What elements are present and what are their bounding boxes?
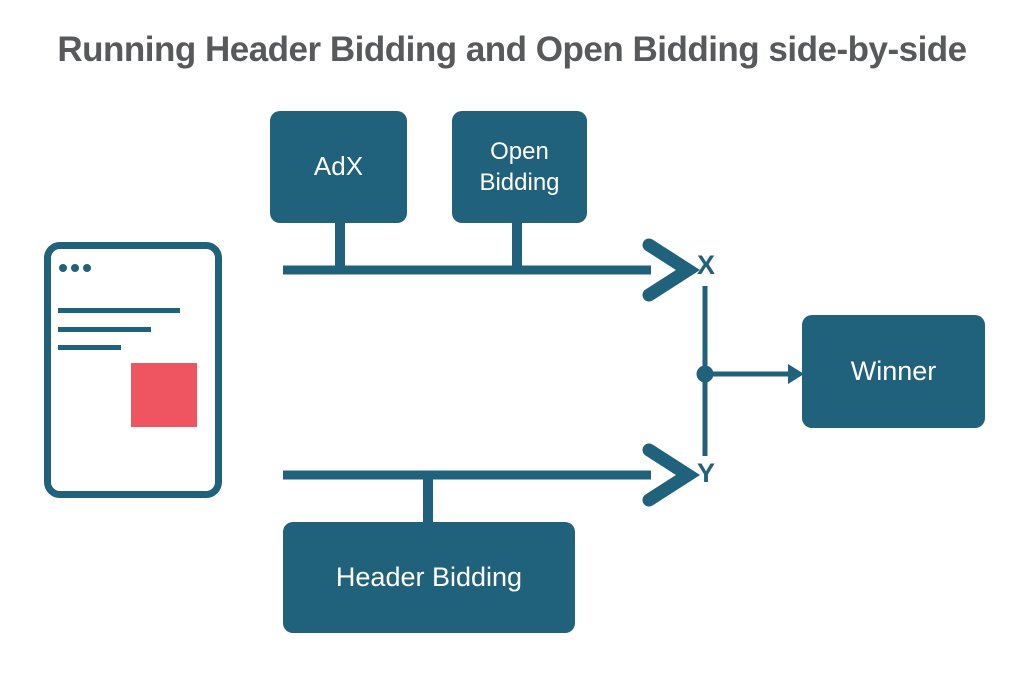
node-winner-label: Winner [850, 355, 937, 386]
webpage-icon [44, 242, 222, 498]
page-text-line [58, 308, 180, 313]
top-auction-arrowhead-icon [642, 238, 701, 302]
browser-dot-icon [59, 264, 67, 272]
page-text-line [58, 327, 151, 332]
node-adx: AdX [270, 111, 407, 223]
diagram-title: Running Header Bidding and Open Bidding … [57, 30, 967, 69]
browser-dot-icon [71, 264, 79, 272]
junction-label-x: X [696, 250, 715, 280]
ad-slot-rect [131, 363, 197, 427]
bottom-auction-arrowhead-icon [642, 443, 701, 507]
node-adx-label: AdX [313, 151, 364, 182]
node-header-bidding-label: Header Bidding [335, 561, 523, 592]
node-open-bidding-label: Open Bidding [479, 137, 560, 196]
junction-label-y: Y [696, 458, 715, 488]
page-text-line [58, 345, 121, 350]
node-open-bidding: Open Bidding [452, 111, 587, 223]
node-header-bidding: Header Bidding [283, 522, 575, 633]
junction-dot-icon [696, 365, 714, 383]
browser-dots-icon [59, 264, 91, 272]
node-winner: Winner [802, 315, 985, 428]
browser-dot-icon [83, 264, 91, 272]
